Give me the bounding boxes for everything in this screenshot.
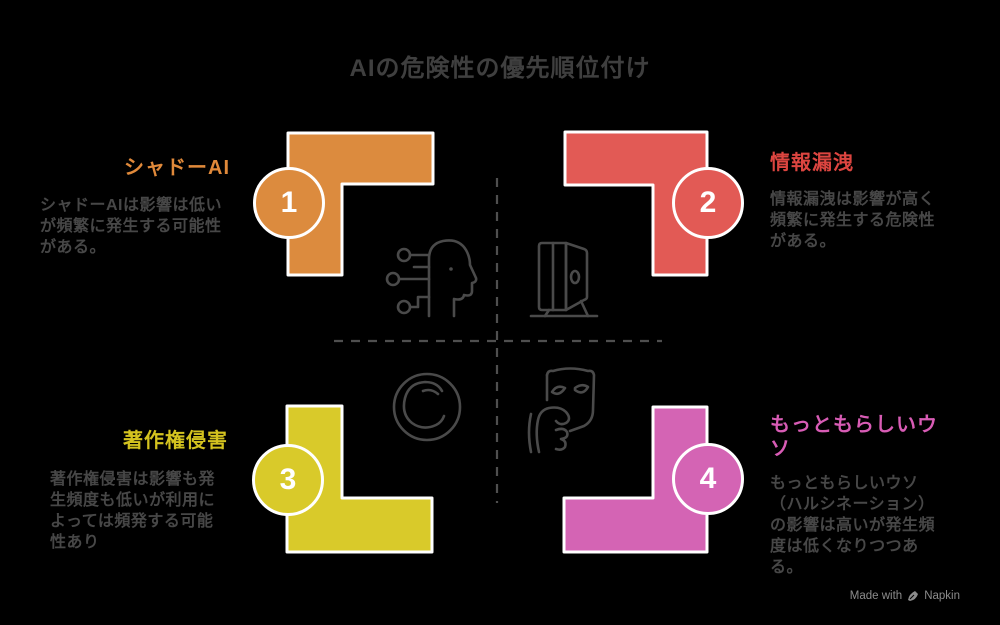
quadrant-4-description: もっともらしいウソ（ハルシネーション）の影響は高いが発生頻度は低くなりつつある。 [770,475,936,576]
quadrant-4-text-block: もっともらしいウソ もっともらしいウソ（ハルシネーション）の影響は高いが発生頻度… [770,413,948,578]
copyright-icon [392,372,462,442]
quadrant-1-number-badge: 1 [253,167,325,239]
quadrant-3-text-block: 著作権侵害 著作権侵害は影響も発生頻度も低いが利用によっては頻発する可能性あり [50,429,228,553]
quadrant-2-shape [563,130,709,277]
quadrant-1-heading: シャドーAI [124,157,230,179]
quadrant-2-number: 2 [699,186,717,219]
quadrant-2-heading: 情報漏洩 [770,152,854,174]
quadrant-1-number: 1 [280,186,298,219]
quadrant-2-description: 情報漏洩は影響が高く頻繁に発生する危険性がある。 [770,191,936,250]
quadrant-1-text-block: シャドーAI シャドーAIは影響は低いが頻繁に発生する可能性がある。 [40,156,230,258]
page-title: AIの危険性の優先順位付け [349,55,651,82]
ai-head-icon [385,239,478,318]
quadrant-4-shape [562,405,709,554]
quadrant-3-number-badge: 3 [252,444,324,516]
quadrant-4-number-badge: 4 [672,443,744,515]
quadrant-2-number-badge: 2 [672,167,744,239]
quadrant-3-shape [285,404,434,554]
watermark-text: Made with [849,590,903,602]
watermark-brand: Napkin [924,590,960,602]
quadrant-3-description: 著作権侵害は影響も発生頻度も低いが利用によっては頻発する可能性あり [50,471,216,551]
mask-icon [527,367,596,454]
quadrant-1-description: シャドーAIは影響は低いが頻繁に発生する可能性がある。 [40,197,223,256]
quadrant-3-number: 3 [279,463,297,496]
quadrant-2-text-block: 情報漏洩 情報漏洩は影響が高く頻繁に発生する危険性がある。 [770,151,948,252]
quadrant-3-heading: 著作権侵害 [123,430,228,452]
open-door-icon [529,241,599,318]
quadrant-4-number: 4 [699,462,717,495]
quadrant-1-shape [286,131,435,277]
watermark: Made with Napkin [850,590,960,602]
pen-nib-icon [908,591,919,601]
quadrant-4-heading: もっともらしいウソ [770,414,938,460]
